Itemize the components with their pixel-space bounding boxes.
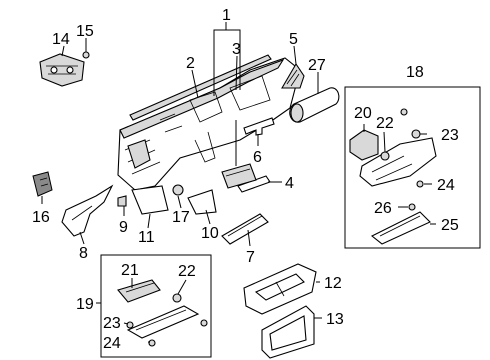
bezel-part-12 <box>243 263 317 315</box>
callout-13: 13 <box>326 311 344 328</box>
bracket-part-6 <box>243 117 275 136</box>
screw-part-15 <box>82 51 90 59</box>
frame-part-13 <box>261 305 315 359</box>
bracket-part-14 <box>39 53 85 87</box>
side-panel-part-8 <box>61 184 114 237</box>
callout-16: 16 <box>32 209 50 226</box>
callout-22b: 22 <box>178 263 196 280</box>
screw-part-19-right <box>200 319 208 327</box>
callout-22a: 22 <box>376 115 394 132</box>
callout-6: 6 <box>253 149 262 166</box>
callout-4: 4 <box>285 175 294 192</box>
callout-20: 20 <box>354 105 372 122</box>
defroster-trim-strip <box>129 54 272 121</box>
fastener-part-24b <box>148 339 156 347</box>
callout-17: 17 <box>172 209 190 226</box>
airbag-module-part <box>289 87 340 123</box>
callout-15: 15 <box>76 23 94 40</box>
callout-24a: 24 <box>437 177 455 194</box>
callout-1: 1 <box>222 7 231 24</box>
bracket-part-19-lower <box>126 305 200 339</box>
callout-24b: 24 <box>103 335 121 352</box>
callout-7: 7 <box>246 249 255 266</box>
callout-2: 2 <box>186 55 195 72</box>
callout-23a: 23 <box>441 127 459 144</box>
callout-18: 18 <box>406 64 424 81</box>
group-box-18 <box>344 86 481 249</box>
callout-9: 9 <box>119 219 128 236</box>
callout-10: 10 <box>201 225 219 242</box>
callout-labels: 1 2 3 4 5 6 7 8 9 10 11 12 13 14 15 16 1… <box>32 7 459 352</box>
lid-part-25 <box>370 211 431 245</box>
callout-26: 26 <box>374 200 392 217</box>
callout-8: 8 <box>79 245 88 262</box>
callout-23b: 23 <box>103 315 121 332</box>
clip-part-top-18 <box>400 108 408 116</box>
fastener-part-22b <box>172 293 182 303</box>
callout-27: 27 <box>308 57 326 74</box>
cover-part-10 <box>187 189 217 215</box>
clip-part-26 <box>408 203 416 211</box>
callout-14: 14 <box>52 31 70 48</box>
console-part-20 <box>349 129 379 161</box>
callout-5: 5 <box>289 31 298 48</box>
callout-25: 25 <box>441 217 459 234</box>
callout-12: 12 <box>324 275 342 292</box>
switch-part-16 <box>32 171 53 197</box>
compartment-part-3 <box>221 163 257 189</box>
callout-11: 11 <box>138 229 155 246</box>
callout-21: 21 <box>121 262 139 279</box>
leader-lines <box>41 22 436 343</box>
instrument-panel-main <box>117 57 301 191</box>
fastener-part-22a <box>380 151 390 161</box>
clip-part-9 <box>117 195 127 207</box>
duct-part-21 <box>117 279 161 303</box>
small-pad-part-24 <box>416 180 424 188</box>
fastener-part-23a <box>411 129 421 139</box>
callout-19: 19 <box>76 296 94 313</box>
screw-part-17 <box>172 184 184 196</box>
fastener-part-23b <box>126 321 134 329</box>
callout-3: 3 <box>232 41 241 58</box>
panel-part-11 <box>131 185 169 215</box>
group-box-19 <box>100 254 212 358</box>
console-panel-part-24 <box>359 137 437 187</box>
speaker-grille-part <box>281 62 305 89</box>
lower-panel-part-7 <box>221 213 269 245</box>
